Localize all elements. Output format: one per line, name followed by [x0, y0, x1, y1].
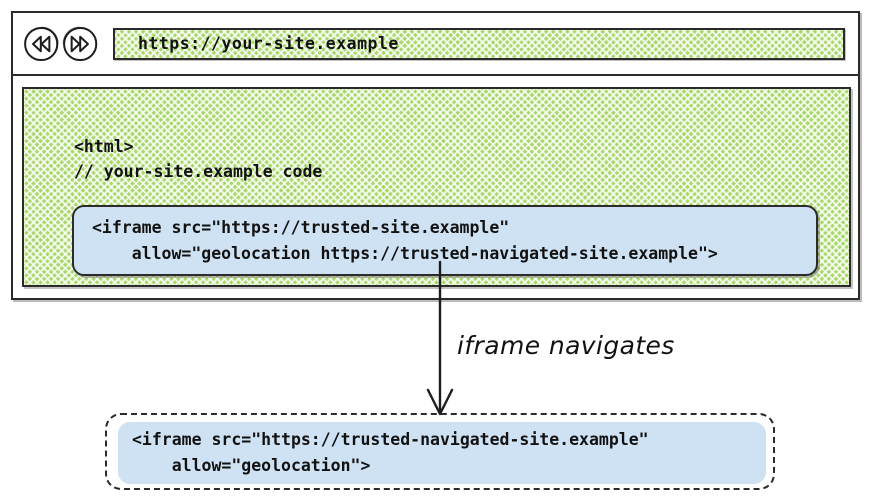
browser-toolbar: https://your-site.example — [13, 13, 858, 76]
arrow-label: iframe navigates — [457, 331, 675, 360]
address-bar-value: https://your-site.example — [138, 34, 399, 53]
navigated-iframe-outline: <iframe src="https://trusted-navigated-s… — [105, 413, 775, 490]
navigated-iframe-snippet: <iframe src="https://trusted-navigated-s… — [132, 430, 649, 475]
iframe-source-snippet: <iframe src="https://trusted-site.exampl… — [92, 217, 718, 263]
back-arrow-icon[interactable] — [22, 25, 60, 63]
browser-window: https://your-site.example <html> // your… — [11, 11, 860, 300]
address-bar[interactable]: https://your-site.example — [113, 27, 845, 60]
page-viewport: <html> // your-site.example code <iframe… — [22, 87, 851, 287]
navigated-iframe-box: <iframe src="https://trusted-navigated-s… — [118, 422, 766, 484]
forward-arrow-icon[interactable] — [61, 25, 99, 63]
navigation-buttons — [22, 25, 99, 63]
page-source-code: <html> // your-site.example code — [74, 137, 323, 181]
embedded-iframe-box: <iframe src="https://trusted-site.exampl… — [72, 205, 818, 276]
